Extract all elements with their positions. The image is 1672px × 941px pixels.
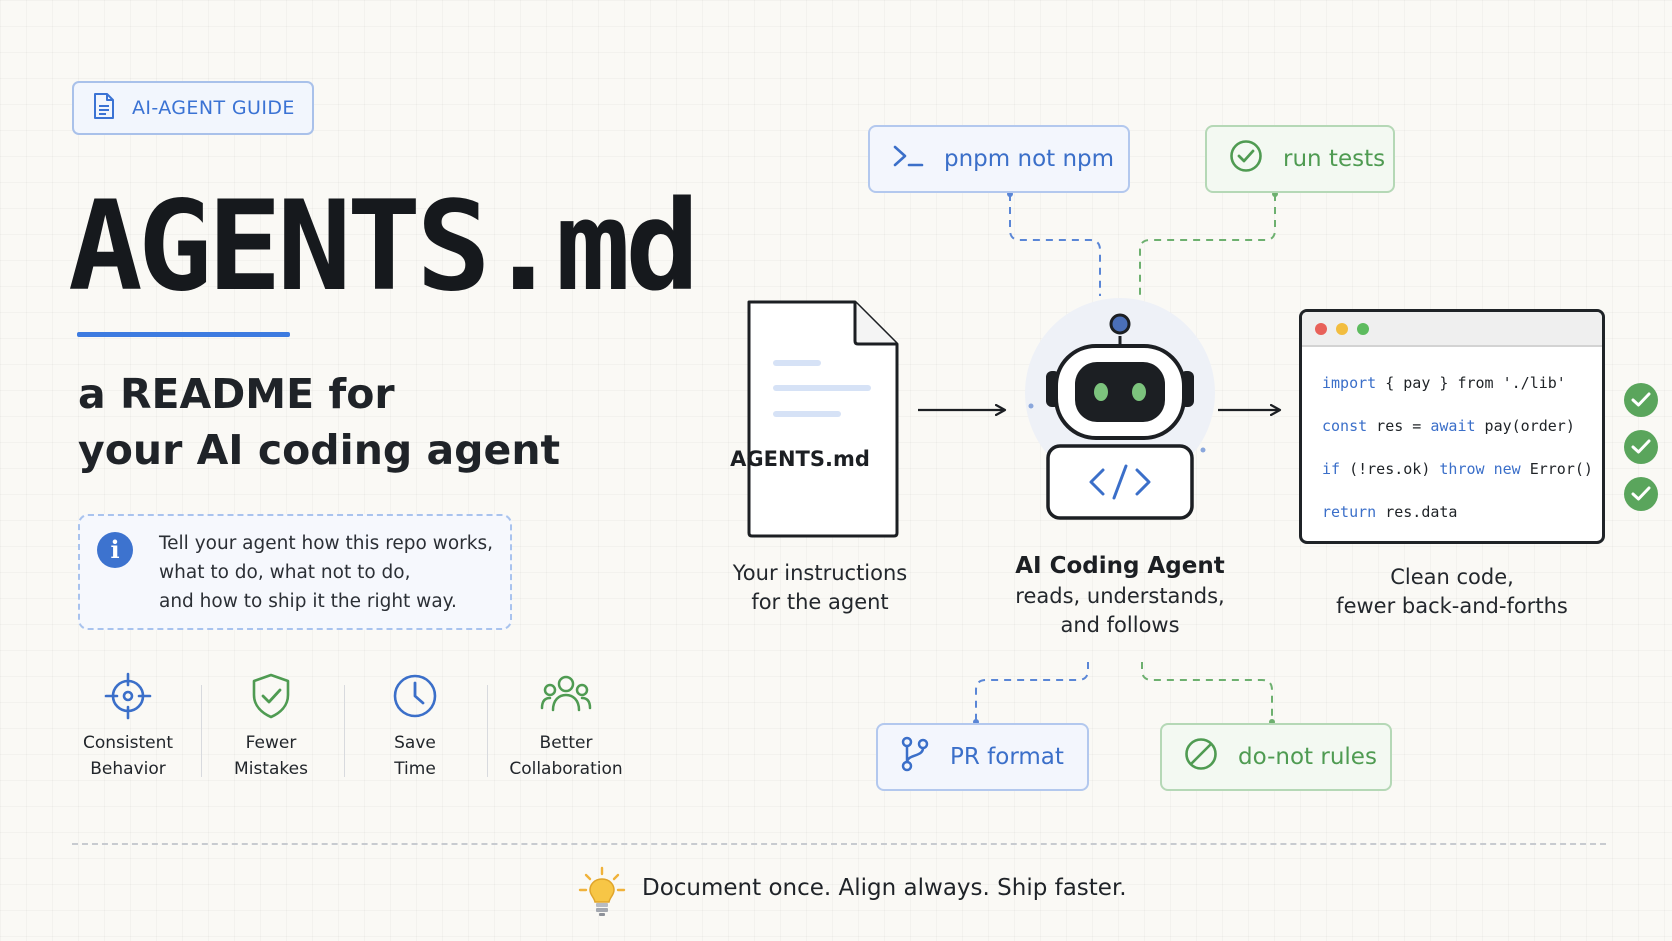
lightbulb-icon xyxy=(578,866,626,922)
code-caption-line: fewer back-and-forths xyxy=(1336,594,1568,618)
code-keyword: const xyxy=(1322,417,1368,435)
code-keyword: return xyxy=(1322,503,1377,521)
info-line: and how to ship it the right way. xyxy=(159,591,457,612)
agent-caption-line: and follows xyxy=(1060,613,1180,637)
target-icon xyxy=(58,672,198,720)
pill-label: pnpm not npm xyxy=(944,146,1115,172)
benefit-better-collaboration: Better Collaboration xyxy=(496,672,636,782)
document-icon xyxy=(92,92,116,124)
connector-tests xyxy=(1139,194,1276,296)
page-title: AGENTS.md xyxy=(68,175,700,319)
code-token: (!res.ok) xyxy=(1340,460,1440,478)
code-line: import { pay } from './lib' xyxy=(1322,374,1593,417)
agents-md-document xyxy=(747,300,899,538)
code-line: const res = await pay(order) xyxy=(1322,417,1593,460)
maximize-dot xyxy=(1357,323,1369,335)
subtitle-line-1: a README for xyxy=(78,370,395,418)
code-window: import { pay } from './lib'const res = a… xyxy=(1299,309,1605,544)
pill-run-tests: run tests xyxy=(1205,125,1395,193)
benefit-label: Mistakes xyxy=(234,759,308,779)
pill-label: do-not rules xyxy=(1238,744,1377,770)
code-token: { pay } xyxy=(1376,374,1458,392)
doc-caption-line: for the agent xyxy=(751,590,889,614)
divider xyxy=(487,685,488,777)
doc-caption: Your instructions for the agent xyxy=(720,559,920,617)
info-line: Tell your agent how this repo works, xyxy=(159,533,494,554)
code-caption: Clean code, fewer back-and-forths xyxy=(1322,563,1582,621)
code-line: if (!res.ok) throw new Error() xyxy=(1322,460,1593,503)
info-callout xyxy=(78,514,512,630)
close-dot xyxy=(1315,323,1327,335)
code-block: import { pay } from './lib'const res = a… xyxy=(1322,374,1593,541)
check-icon xyxy=(1624,383,1658,417)
pill-pr-format: PR format xyxy=(876,723,1089,791)
info-text: Tell your agent how this repo works, wha… xyxy=(159,529,493,616)
pill-pnpm-not-npm: pnpm not npm xyxy=(868,125,1130,193)
benefit-label: Better xyxy=(539,733,593,753)
robot-icon xyxy=(1025,298,1215,520)
check-icon xyxy=(1624,477,1658,511)
connector-pnpm xyxy=(1009,194,1101,296)
code-line: return res.data xyxy=(1322,503,1593,541)
code-token: from xyxy=(1457,374,1494,392)
code-keyword: if xyxy=(1322,460,1341,478)
code-token: res.data xyxy=(1376,503,1458,521)
benefit-consistent-behavior: Consistent Behavior xyxy=(58,672,198,782)
benefit-label: Behavior xyxy=(90,759,166,779)
code-caption-line: Clean code, xyxy=(1390,565,1514,589)
doc-file-label: AGENTS.md xyxy=(730,447,870,471)
benefit-label: Collaboration xyxy=(509,759,623,779)
pill-do-not-rules: do-not rules xyxy=(1160,723,1392,791)
shield-check-icon xyxy=(201,672,341,720)
pill-label: PR format xyxy=(950,744,1064,770)
code-keyword: throw xyxy=(1439,460,1485,478)
guide-tag: AI-AGENT GUIDE xyxy=(72,81,314,135)
doc-caption-line: Your instructions xyxy=(732,561,908,585)
page-subtitle: a README for your AI coding agent xyxy=(78,366,560,478)
code-keyword: import xyxy=(1322,374,1377,392)
code-token: res = xyxy=(1367,417,1431,435)
agent-title: AI Coding Agent xyxy=(1015,553,1225,579)
connector-pr xyxy=(975,662,1089,724)
terminal-icon xyxy=(892,143,924,175)
pill-label: run tests xyxy=(1283,146,1386,172)
branch-icon xyxy=(900,736,930,778)
footer-divider xyxy=(72,843,1606,845)
team-icon xyxy=(496,672,636,720)
tagline: Document once. Align always. Ship faster… xyxy=(642,875,1127,901)
agent-caption: AI Coding Agent reads, understands, and … xyxy=(1000,550,1240,640)
code-keyword: new xyxy=(1493,460,1521,478)
code-token: './lib' xyxy=(1493,374,1566,392)
info-icon: i xyxy=(97,532,133,568)
code-token xyxy=(1485,460,1494,478)
check-icon xyxy=(1624,430,1658,464)
connector-donot xyxy=(1141,662,1273,724)
check-circle-icon xyxy=(1229,139,1263,179)
benefit-fewer-mistakes: Fewer Mistakes xyxy=(201,672,341,782)
divider xyxy=(344,685,345,777)
code-keyword: await xyxy=(1430,417,1476,435)
minimize-dot xyxy=(1336,323,1348,335)
guide-tag-label: AI-AGENT GUIDE xyxy=(132,97,295,119)
agent-caption-line: reads, understands, xyxy=(1015,584,1225,608)
clock-icon xyxy=(345,672,485,720)
info-line: what to do, what not to do, xyxy=(159,562,411,583)
code-token: pay(order) xyxy=(1475,417,1575,435)
ban-icon xyxy=(1184,737,1218,777)
divider xyxy=(201,685,202,777)
code-token: Error() xyxy=(1520,460,1593,478)
subtitle-line-2: your AI coding agent xyxy=(78,426,561,474)
benefit-label: Time xyxy=(394,759,436,779)
window-titlebar xyxy=(1302,312,1602,347)
benefit-label: Consistent xyxy=(82,733,174,753)
benefit-label: Fewer xyxy=(245,733,297,753)
benefit-label: Save xyxy=(394,733,436,753)
benefit-save-time: Save Time xyxy=(345,672,485,782)
title-underline xyxy=(77,332,290,337)
